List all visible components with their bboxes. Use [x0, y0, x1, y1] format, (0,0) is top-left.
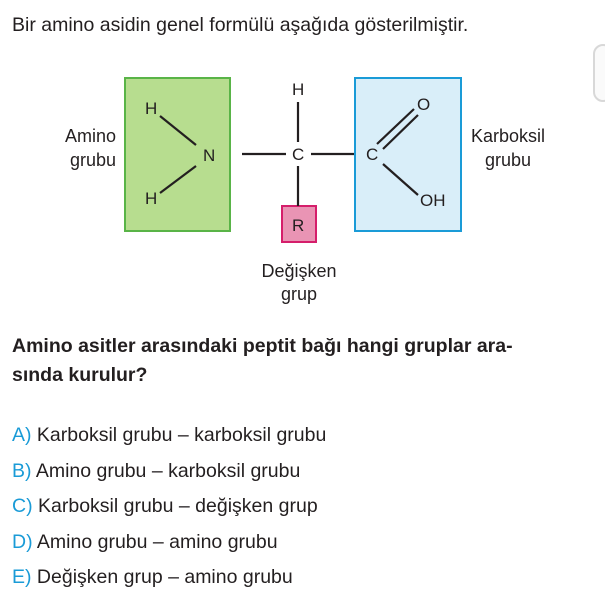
variable-group-label-line2: grup: [281, 284, 317, 304]
option-letter: A): [12, 424, 32, 446]
option-letter: E): [12, 566, 32, 588]
option-text: Karboksil grubu – karboksil grubu: [36, 424, 327, 446]
variable-group-label-line1: Değişken: [261, 261, 336, 281]
atom-h-top-center: H: [292, 80, 304, 99]
atom-c-carboxyl: C: [366, 145, 378, 164]
option-d[interactable]: D) Amino grubu – amino grubu: [12, 525, 326, 561]
option-b[interactable]: B) Amino grubu – karboksil grubu: [12, 454, 326, 490]
option-text: Amino grubu – karboksil grubu: [35, 459, 301, 482]
carboxyl-group-label-line1: Karboksil: [471, 126, 545, 146]
atom-oh: OH: [420, 191, 446, 210]
atom-h-top-left: H: [145, 99, 157, 118]
atom-h-bottom-left: H: [145, 189, 157, 208]
amino-group-label-line1: Amino: [65, 126, 116, 146]
carboxyl-group-label-line2: grubu: [485, 150, 531, 170]
bond-h-n-bottom: [159, 165, 197, 194]
option-c[interactable]: C) Karboksil grubu – değişken grup: [12, 489, 326, 525]
option-a[interactable]: A) Karboksil grubu – karboksil grubu: [12, 418, 326, 454]
amino-acid-structure-diagram: H H N H C R C O OH Amino grubu Karboksil…: [65, 77, 545, 304]
option-text: Değişken grup – amino grubu: [36, 566, 293, 588]
answer-options: A) Karboksil grubu – karboksil grubu B) …: [12, 418, 326, 596]
option-letter: C): [12, 495, 33, 517]
option-text: Karboksil grubu – değişken grup: [38, 495, 318, 517]
option-letter: B): [12, 459, 32, 482]
bond-h-n-top: [159, 115, 197, 146]
bond-c-o-double-2: [382, 114, 419, 150]
atom-n: N: [203, 146, 215, 165]
atom-c-center: C: [292, 145, 304, 164]
page-edge-tab: [593, 44, 605, 102]
option-e[interactable]: E) Değişken grup – amino grubu: [12, 560, 326, 596]
r-group-box: [281, 205, 317, 243]
amino-group-label-line2: grubu: [70, 150, 116, 170]
bond-c-oh: [382, 163, 419, 196]
option-text: Amino grubu – amino grubu: [36, 530, 278, 553]
carboxyl-group-box: [354, 77, 462, 232]
atom-o: O: [417, 95, 430, 114]
question-line-2: sında kurulur?: [12, 364, 148, 386]
question-intro: Bir amino asidin genel formülü aşağıda g…: [12, 14, 469, 36]
amino-group-box: [124, 77, 231, 232]
question-text: Amino asitler arasındaki peptit bağı han…: [12, 332, 598, 390]
option-letter: D): [12, 530, 33, 553]
question-line-1: Amino asitler arasındaki peptit bağı han…: [12, 335, 513, 357]
atom-r: R: [292, 216, 304, 235]
bond-c-o-double-1: [376, 108, 415, 145]
chemical-bonds: [159, 102, 419, 206]
